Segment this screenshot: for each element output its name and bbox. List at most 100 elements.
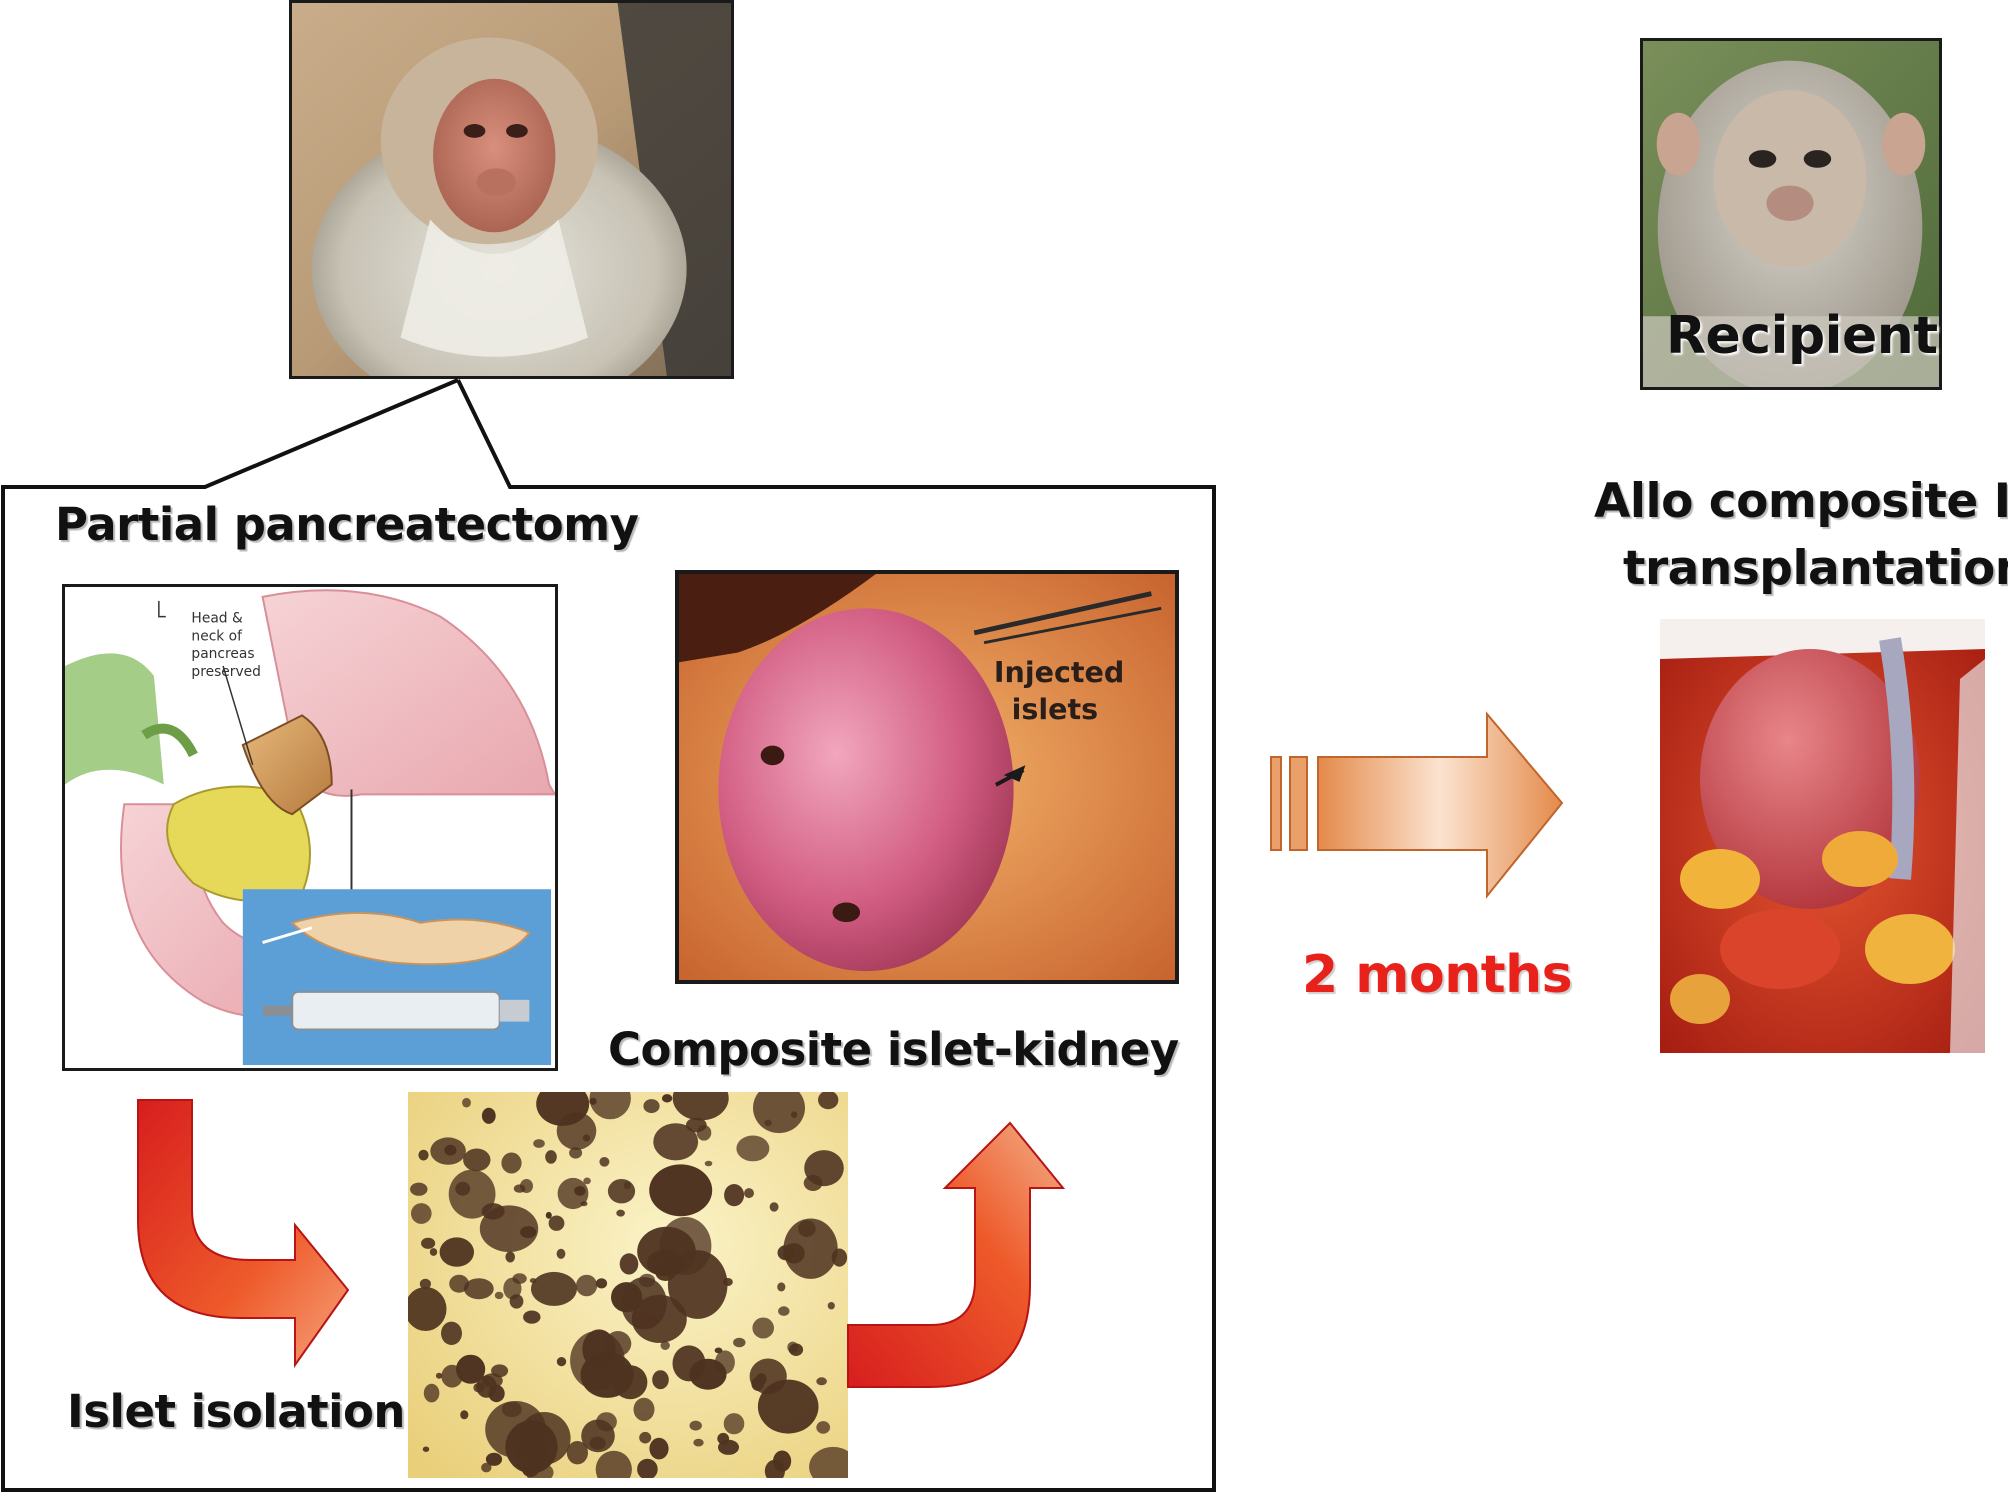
- islets-micrograph: [408, 1092, 848, 1478]
- recipient-label: Recipient: [1666, 306, 1938, 366]
- islet-cluster: [421, 1237, 436, 1249]
- islet-cluster: [778, 1306, 790, 1316]
- islet-cluster: [633, 1397, 655, 1422]
- islet-cluster: [659, 1217, 712, 1275]
- islet-cluster: [521, 1460, 540, 1477]
- islet-cluster: [501, 1152, 522, 1174]
- islet-cluster: [653, 1123, 699, 1161]
- pancreas-note-line-4: preserved: [191, 664, 260, 680]
- islet-cluster: [462, 1097, 471, 1108]
- islet-cluster: [533, 1139, 545, 1148]
- islet-cluster: [764, 1459, 785, 1478]
- partial-pancreatectomy-label: Partial pancreatectomy: [55, 498, 639, 551]
- islet-cluster: [736, 1135, 770, 1162]
- islet-cluster: [557, 1177, 589, 1210]
- islet-cluster: [569, 1147, 583, 1159]
- islet-cluster: [639, 1431, 652, 1444]
- islet-cluster: [545, 1211, 552, 1219]
- two-month-transfer-arrow: [1270, 711, 1564, 899]
- islet-cluster: [589, 1097, 597, 1105]
- islet-cluster: [448, 1169, 496, 1219]
- islet-cluster: [503, 1277, 522, 1300]
- islet-cluster: [621, 1277, 667, 1330]
- islet-cluster: [418, 1149, 429, 1161]
- islet-cluster: [531, 1271, 577, 1306]
- islet-cluster: [595, 1450, 632, 1478]
- islet-cluster: [485, 1452, 503, 1466]
- islet-cluster: [589, 1436, 606, 1450]
- islet-cluster: [783, 1218, 838, 1279]
- islet-cluster: [576, 1274, 598, 1297]
- injected-kidney-photo: Injected islets: [675, 570, 1179, 984]
- islet-cluster: [724, 1184, 745, 1207]
- islet-cluster: [790, 1111, 798, 1118]
- composite-islet-kidney-label: Composite islet-kidney: [608, 1023, 1179, 1076]
- islet-cluster: [809, 1446, 848, 1478]
- pancreas-note-line-1: Head &: [191, 611, 243, 627]
- islet-cluster: [672, 1345, 706, 1382]
- islet-cluster: [411, 1203, 432, 1224]
- islet-cluster: [494, 1291, 504, 1300]
- islet-cluster: [479, 1205, 539, 1252]
- islet-cluster: [685, 1117, 707, 1133]
- islet-cluster: [831, 1248, 848, 1267]
- islet-cluster: [816, 1377, 827, 1386]
- pancreas-diagram: Head & neck of pancreas preserved: [62, 584, 558, 1071]
- islet-isolation-label: Islet isolation: [67, 1385, 405, 1438]
- islet-cluster: [513, 1184, 526, 1193]
- isolation-arrow: [137, 1099, 350, 1369]
- islet-cluster: [643, 1099, 660, 1114]
- islet-cluster: [463, 1278, 494, 1300]
- islet-cluster: [798, 1220, 816, 1237]
- islet-cluster: [693, 1438, 704, 1447]
- islet-cluster: [723, 1413, 745, 1435]
- islet-cluster: [723, 1278, 733, 1286]
- islet-cluster: [545, 1150, 557, 1164]
- islet-cluster: [777, 1282, 786, 1292]
- islet-cluster: [481, 1462, 492, 1473]
- islet-cluster: [649, 1437, 669, 1460]
- islet-cluster: [689, 1420, 702, 1431]
- islet-cluster: [456, 1354, 486, 1384]
- islet-cluster: [599, 1157, 610, 1167]
- islet-cluster: [769, 1202, 779, 1212]
- allo-composite-label-line2: transplantation: [1623, 541, 2008, 596]
- islet-cluster: [818, 1092, 839, 1110]
- islet-cluster: [744, 1188, 754, 1199]
- islet-cluster: [556, 1248, 566, 1259]
- islet-cluster: [757, 1379, 819, 1434]
- islet-cluster: [733, 1337, 746, 1348]
- islet-cluster: [556, 1357, 567, 1367]
- islet-cluster: [751, 1377, 764, 1391]
- islet-cluster: [430, 1137, 466, 1165]
- islet-cluster: [714, 1350, 735, 1375]
- allo-composite-label-line1: Allo composite IK: [1594, 474, 2008, 529]
- islet-cluster: [408, 1287, 447, 1331]
- islet-cluster: [566, 1441, 588, 1465]
- islet-cluster: [548, 1215, 565, 1231]
- islet-cluster: [661, 1094, 673, 1103]
- islet-cluster: [435, 1372, 443, 1379]
- transplant-surgery-photo: [1660, 619, 1985, 1053]
- islet-cluster: [652, 1370, 669, 1390]
- islet-cluster: [649, 1164, 713, 1217]
- islet-cluster: [787, 1341, 799, 1353]
- islet-cluster: [583, 1177, 591, 1185]
- islet-cluster: [410, 1182, 428, 1196]
- injected-islets-line-2: islets: [1012, 693, 1098, 726]
- islet-cluster: [752, 1317, 774, 1339]
- islet-cluster: [505, 1251, 515, 1263]
- islet-cluster: [619, 1253, 639, 1275]
- islet-cluster: [660, 1341, 670, 1350]
- islet-cluster: [523, 1310, 541, 1324]
- islet-cluster: [803, 1175, 823, 1191]
- islet-cluster: [616, 1209, 625, 1217]
- injected-islets-line-1: Injected: [994, 656, 1124, 689]
- islet-cluster: [439, 1237, 474, 1267]
- islet-cluster: [764, 1119, 772, 1127]
- islet-cluster: [672, 1092, 729, 1121]
- islet-cluster: [501, 1401, 522, 1418]
- islet-cluster: [589, 1092, 631, 1120]
- pancreas-note-line-3: pancreas: [191, 646, 254, 662]
